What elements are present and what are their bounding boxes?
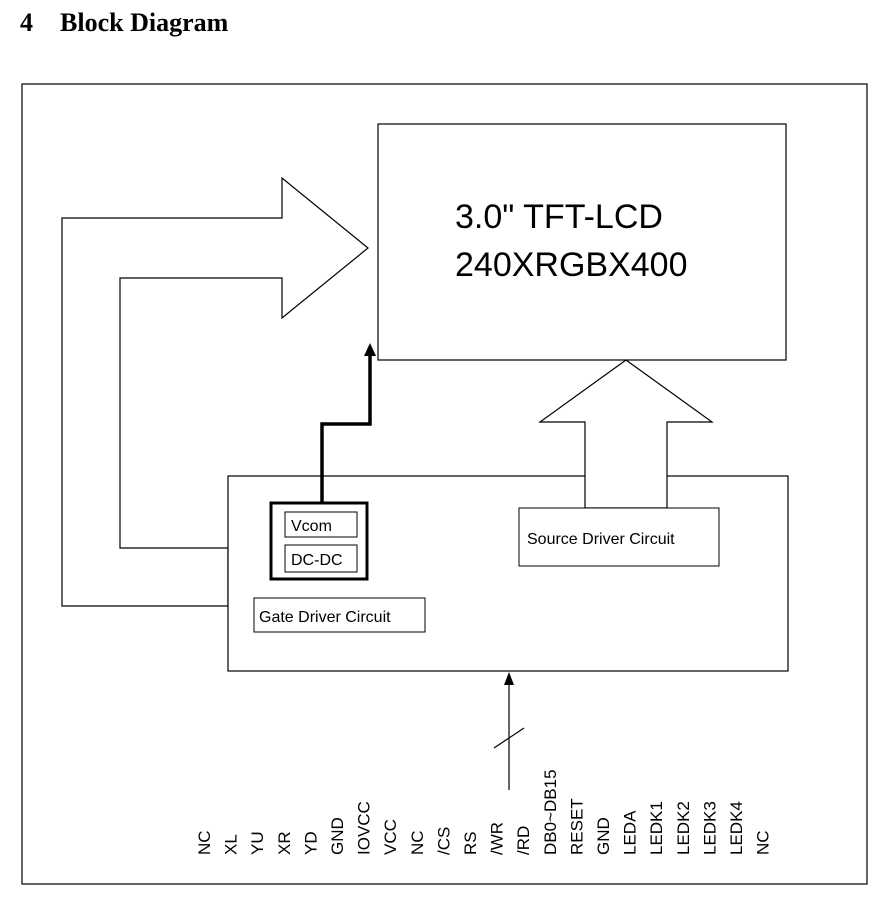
pin-label: XR xyxy=(275,831,294,855)
pin-label: LEDK4 xyxy=(727,801,746,855)
pin-label: DB0~DB15 xyxy=(541,769,560,855)
lcd-title: 3.0" TFT-LCD xyxy=(455,198,663,236)
pin-label: YU xyxy=(248,831,267,855)
pin-label: /RD xyxy=(514,826,533,855)
pin-label: /WR xyxy=(488,822,507,855)
pin-label: NC xyxy=(754,830,773,855)
source-output-arrow xyxy=(538,359,714,509)
outer-frame xyxy=(21,83,868,885)
bus-input-arrowhead xyxy=(504,672,514,685)
pin-label: NC xyxy=(195,830,214,855)
pin-label: RESET xyxy=(567,798,586,855)
pin-label: YD xyxy=(301,831,320,855)
pin-label: LEDA xyxy=(621,810,640,855)
pin-label: IOVCC xyxy=(355,801,374,855)
pin-label: LEDK2 xyxy=(674,801,693,855)
pin-label: GND xyxy=(594,817,613,855)
dcdc-box xyxy=(284,544,358,573)
pin-label: GND xyxy=(328,817,347,855)
vcom-box xyxy=(284,511,358,538)
dcdc-label: DC-DC xyxy=(291,552,343,569)
pin-label: LEDK1 xyxy=(647,801,666,855)
lcd-resolution: 240XRGBX400 xyxy=(455,246,688,284)
pin-label: VCC xyxy=(381,819,400,855)
section-number: 4 xyxy=(20,8,33,37)
pin-label: RS xyxy=(461,831,480,855)
lcd-panel xyxy=(377,123,787,361)
pin-label: /CS xyxy=(434,827,453,855)
vcom-feed-arrowhead xyxy=(364,343,376,356)
section-heading: 4 Block Diagram xyxy=(20,8,228,38)
source-driver-box xyxy=(518,507,720,567)
pin-label: NC xyxy=(408,830,427,855)
bus-slash xyxy=(493,727,525,749)
gate-driver-box xyxy=(253,597,426,633)
pin-label: LEDK3 xyxy=(700,801,719,855)
source-driver-label: Source Driver Circuit xyxy=(527,531,675,548)
vcom-label: Vcom xyxy=(291,518,332,535)
pin-labels: NC XL YU XR YD GND IOVCC VCC NC/CS RS/WR/RD DB0~DB… xyxy=(195,769,773,855)
vcom-feed-line xyxy=(320,356,372,503)
pin-label: XL xyxy=(222,834,241,855)
section-title: Block Diagram xyxy=(60,8,229,37)
gate-driver-label: Gate Driver Circuit xyxy=(259,609,391,626)
